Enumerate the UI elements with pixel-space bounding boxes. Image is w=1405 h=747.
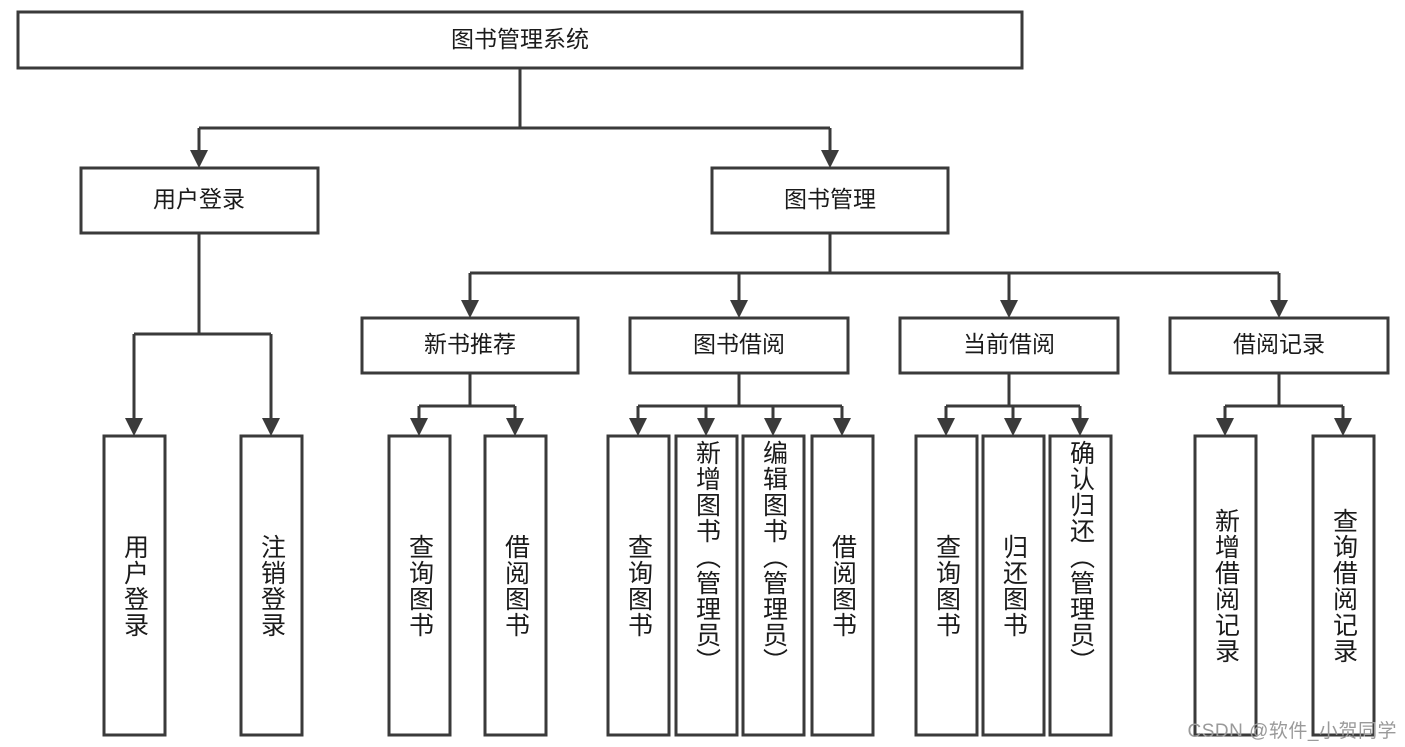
leaf-box-query-book-3[interactable] <box>914 434 979 737</box>
connector-newbook-to-leaves <box>410 373 524 436</box>
leaf-box-confirm-return[interactable] <box>1048 434 1113 737</box>
leaf-boxes-borrow-record <box>1193 434 1376 737</box>
leaf-box-add-record[interactable] <box>1193 434 1258 737</box>
node-user-login-label: 用户登录 <box>153 186 245 212</box>
node-root-label: 图书管理系统 <box>451 26 589 52</box>
connector-bookborrow-to-leaves <box>629 373 851 436</box>
watermark: CSDN @软件_小贺同学 <box>1187 721 1397 742</box>
leaf-box-user-logout[interactable] <box>239 434 304 737</box>
leaf-boxes-book-borrow <box>606 434 875 737</box>
node-borrow-record-label: 借阅记录 <box>1233 331 1325 357</box>
leaf-boxes-user-login <box>102 434 304 737</box>
leaf-box-borrow-book-2[interactable] <box>810 434 875 737</box>
node-book-management[interactable]: 图书管理 <box>710 166 950 235</box>
connector-userlogin-to-leaves <box>125 233 280 436</box>
leaf-box-user-login[interactable] <box>102 434 167 737</box>
connector-root-to-level2 <box>190 68 839 168</box>
connector-currentborrow-to-leaves <box>937 373 1089 436</box>
leaf-box-edit-book[interactable] <box>741 434 806 737</box>
node-new-book-recommend[interactable]: 新书推荐 <box>360 316 580 375</box>
leaf-box-query-book-2[interactable] <box>606 434 671 737</box>
leaf-box-query-record[interactable] <box>1311 434 1376 737</box>
node-current-borrow-label: 当前借阅 <box>963 331 1055 357</box>
leaf-box-return-book[interactable] <box>981 434 1046 737</box>
node-new-book-recommend-label: 新书推荐 <box>424 331 516 357</box>
node-current-borrow[interactable]: 当前借阅 <box>898 316 1120 375</box>
connector-borrowrecord-to-leaves <box>1216 373 1352 436</box>
node-user-login[interactable]: 用户登录 <box>79 166 320 235</box>
node-root[interactable]: 图书管理系统 <box>16 10 1024 70</box>
node-book-borrow-label: 图书借阅 <box>693 331 785 357</box>
connector-bookmanagement-to-level3 <box>461 233 1288 318</box>
leaf-boxes-current-borrow <box>914 434 1113 737</box>
leaf-box-borrow-book-1[interactable] <box>483 434 548 737</box>
leaf-boxes-new-book-recommend <box>387 434 548 737</box>
leaf-box-add-book[interactable] <box>674 434 739 737</box>
node-book-management-label: 图书管理 <box>784 186 876 212</box>
node-borrow-record[interactable]: 借阅记录 <box>1168 316 1390 375</box>
node-book-borrow[interactable]: 图书借阅 <box>628 316 850 375</box>
leaf-box-query-book-1[interactable] <box>387 434 452 737</box>
